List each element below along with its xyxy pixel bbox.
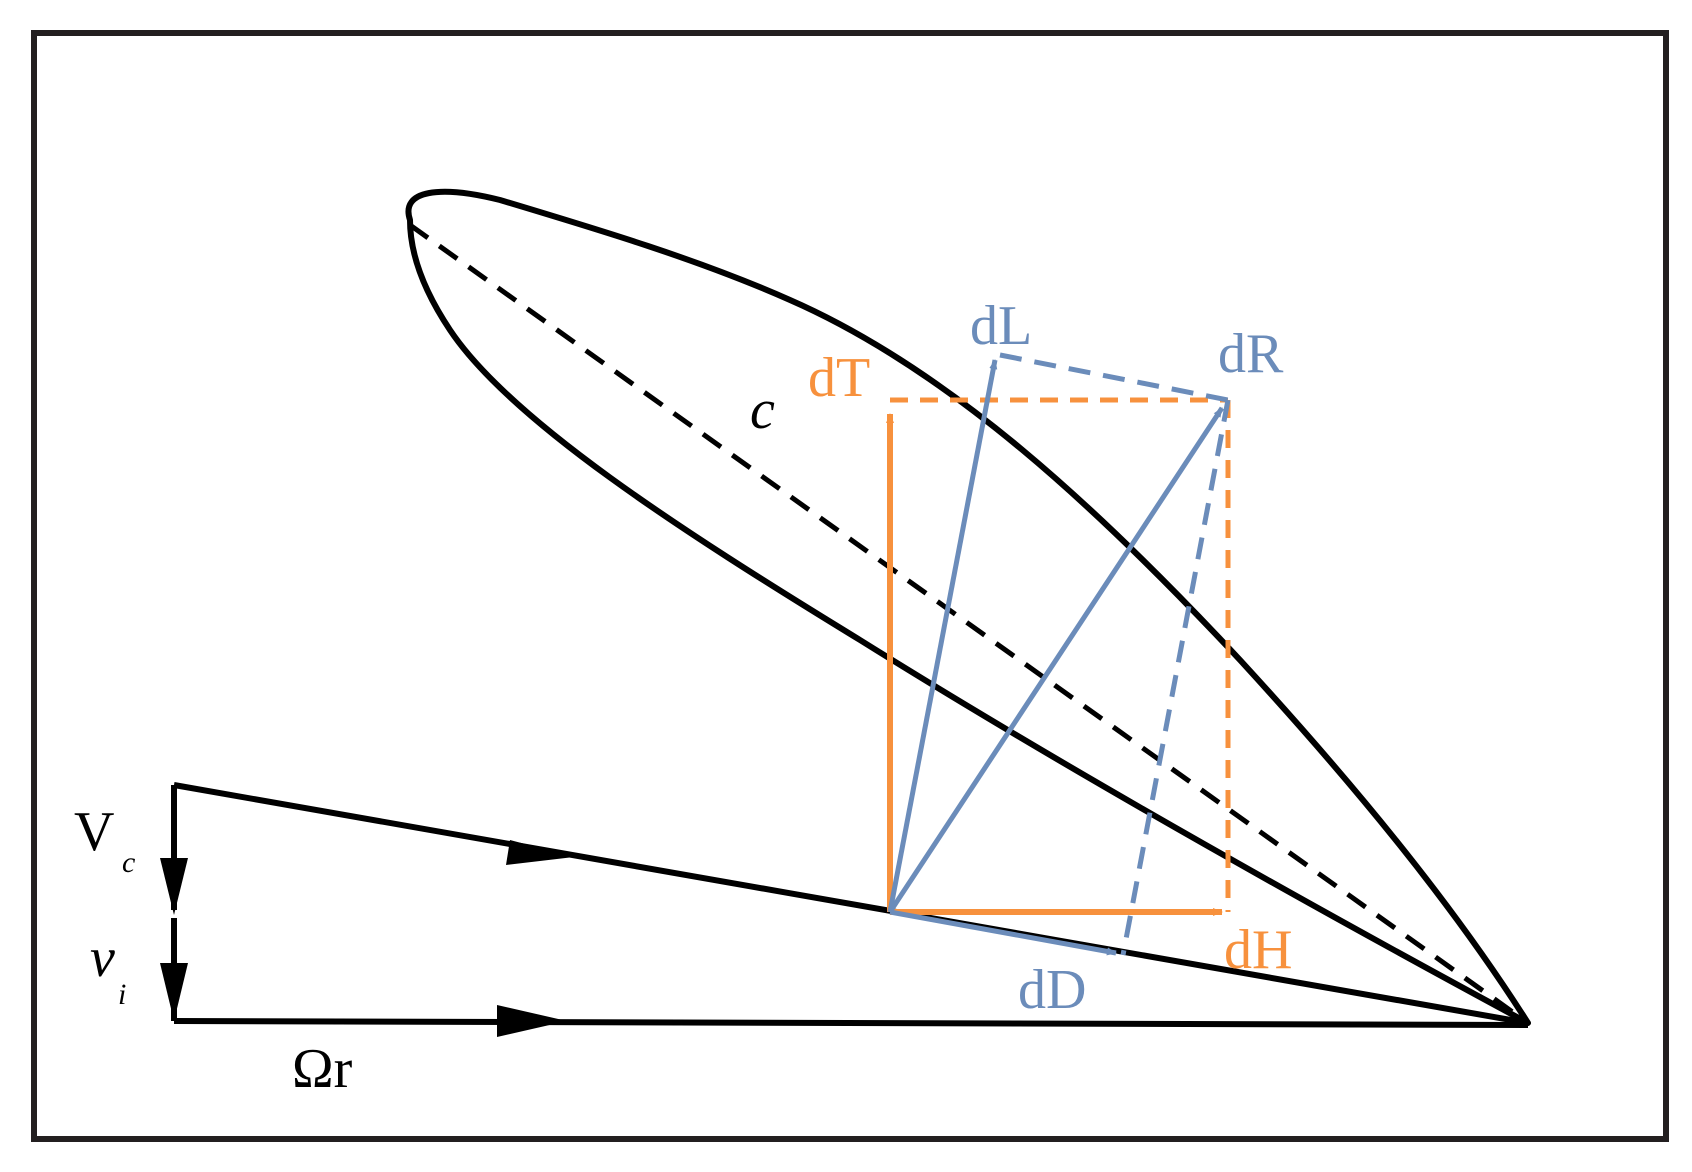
thrust-label: dT [808,347,870,409]
rotational-velocity-arrowhead [497,1005,567,1037]
relative-wind-line [173,782,1529,1026]
airfoil-outline [405,188,1531,1026]
relative-wind-arrowhead [506,840,574,865]
resultant-label: dR [1218,323,1284,385]
climb-velocity-subscript: c [122,846,135,879]
lift-arrow [887,359,998,913]
resultant-to-drag-dashed [1120,399,1231,956]
chord-label: c [750,379,775,441]
induced-velocity-label: v [90,927,115,989]
climb-velocity-arrowhead [160,858,188,915]
hforce-label: dH [1224,919,1292,981]
lift-label: dL [970,295,1032,357]
drag-arrow [889,909,1117,956]
rotational-velocity-label: Ωr [292,1038,353,1100]
drag-label: dD [1018,959,1086,1021]
lift-to-resultant-dashed [999,352,1229,403]
induced-velocity-subscript: i [118,978,126,1011]
chord-line [408,222,1530,1026]
resultant-arrow [887,406,1225,914]
induced-velocity-arrowhead [160,963,188,1021]
diagram-frame [31,30,1669,1142]
climb-velocity-label: V [74,801,114,863]
rotational-velocity-line [173,1018,1529,1028]
